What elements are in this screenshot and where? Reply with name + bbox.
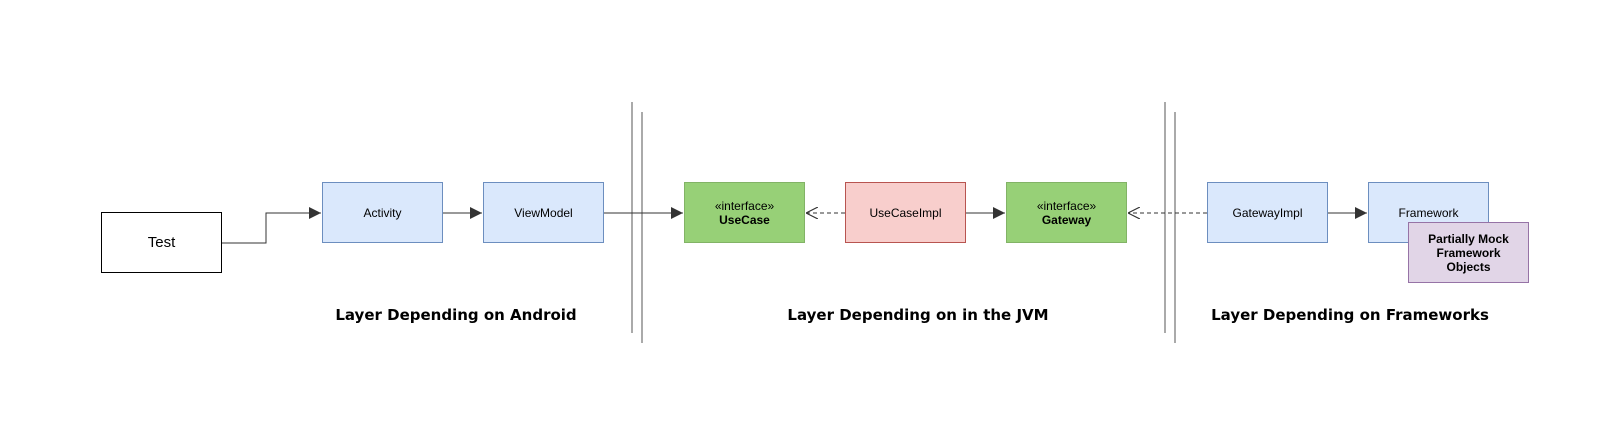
gateway-stereotype: «interface»: [1036, 198, 1097, 213]
test-label: Test: [147, 233, 176, 251]
viewmodel-box: ViewModel: [483, 182, 604, 243]
layer-label-frameworks: Layer Depending on Frameworks: [1211, 306, 1489, 324]
mock-line-3: Objects: [1446, 259, 1491, 274]
usecaseimpl-label: UseCaseImpl: [869, 205, 942, 220]
partially-mock-note: Partially Mock Framework Objects: [1408, 222, 1529, 283]
edge-test-to-activity: [222, 207, 321, 244]
gatewayimpl-label: GatewayImpl: [1232, 205, 1303, 220]
layer-label-jvm: Layer Depending on in the JVM: [787, 306, 1049, 324]
gateway-interface-box: «interface» Gateway: [1006, 182, 1127, 243]
usecase-label: UseCase: [719, 212, 770, 227]
mock-line-2: Framework: [1436, 245, 1501, 260]
test-box: Test: [101, 212, 222, 273]
framework-label: Framework: [1398, 206, 1459, 220]
gateway-label: Gateway: [1041, 212, 1092, 227]
gatewayimpl-box: GatewayImpl: [1207, 182, 1328, 243]
mock-line-1: Partially Mock: [1428, 231, 1509, 246]
usecaseimpl-box: UseCaseImpl: [845, 182, 966, 243]
viewmodel-label: ViewModel: [514, 205, 573, 220]
usecase-interface-box: «interface» UseCase: [684, 182, 805, 243]
usecase-stereotype: «interface»: [714, 198, 775, 213]
layer-label-android: Layer Depending on Android: [335, 306, 577, 324]
activity-label: Activity: [363, 205, 402, 220]
activity-box: Activity: [322, 182, 443, 243]
